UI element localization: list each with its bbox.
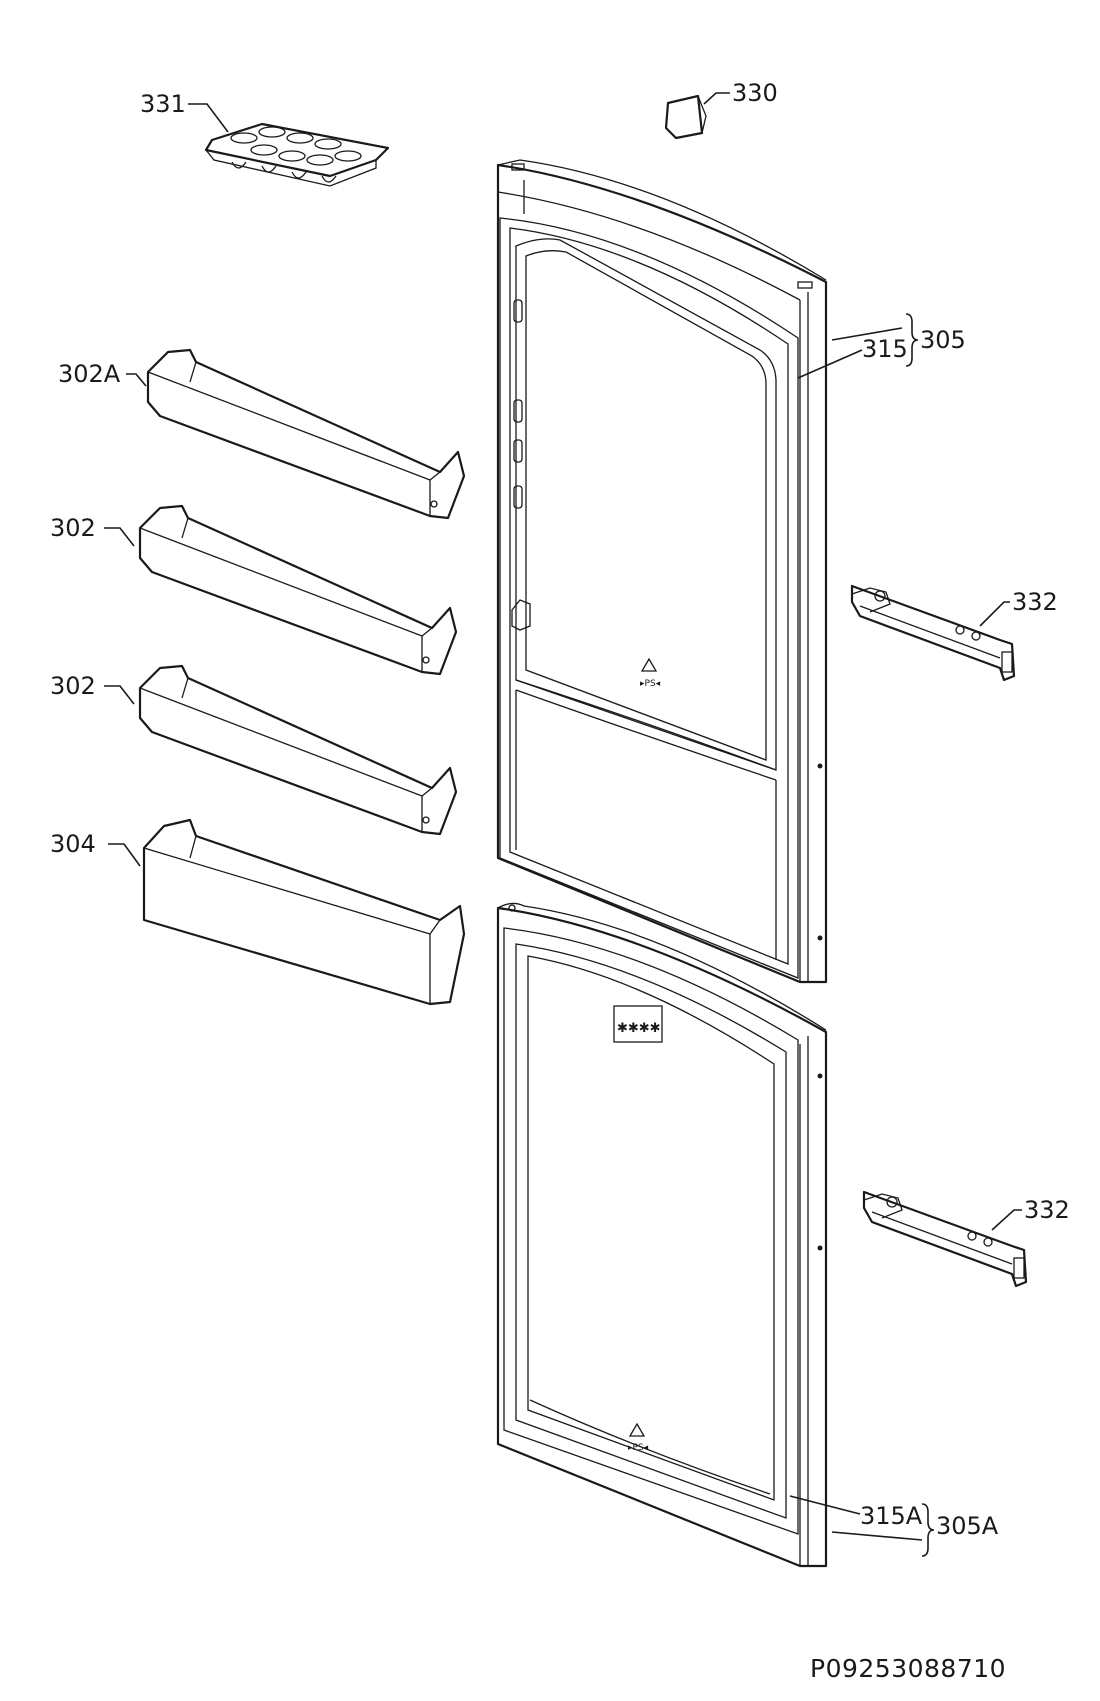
part-label-305: 305 (920, 326, 966, 354)
door-shelf-302-upper (138, 504, 458, 676)
hinge-bracket-332-lower (862, 1190, 1028, 1288)
part-label-304: 304 (50, 830, 96, 858)
door-shelf-304 (142, 818, 466, 1006)
part-label-305A: 305A (936, 1512, 999, 1540)
svg-text:▸PS◂: ▸PS◂ (628, 1443, 649, 1453)
upper-door-305: ▸PS◂ (496, 159, 828, 984)
hinge-bracket-332-upper (850, 584, 1016, 682)
part-label-315A: 315A (860, 1502, 923, 1530)
leader-line-305 (831, 327, 903, 341)
leader-line-305A (831, 1531, 923, 1541)
flap-330 (664, 94, 707, 140)
leader-line-315A (789, 1495, 861, 1515)
brace-305 (905, 313, 919, 367)
leader-line-304 (108, 843, 141, 867)
leader-line-315 (797, 349, 863, 379)
svg-text:▸PS◂: ▸PS◂ (640, 679, 661, 689)
part-label-330: 330 (732, 79, 778, 107)
door-shelf-302A (146, 348, 466, 520)
leader-line-302-upper (104, 527, 135, 547)
svg-text:✱✱✱✱: ✱✱✱✱ (617, 1021, 661, 1036)
door-shelf-302-lower (138, 664, 458, 836)
leader-line-302-lower (104, 685, 135, 705)
part-label-302A: 302A (58, 360, 121, 388)
egg-tray-331 (204, 122, 390, 187)
part-label-331: 331 (140, 90, 186, 118)
leader-line-330 (703, 92, 730, 105)
drawing-code: P09253088710 (810, 1654, 1006, 1683)
lower-door-305A: ✱✱✱✱ ▸PS◂ (496, 902, 828, 1568)
part-label-332-lower: 332 (1024, 1196, 1070, 1224)
leader-line-332-lower (991, 1209, 1022, 1231)
part-label-302-upper: 302 (50, 514, 96, 542)
part-label-302-lower: 302 (50, 672, 96, 700)
part-label-332-upper: 332 (1012, 588, 1058, 616)
leader-line-331 (188, 103, 229, 133)
leader-line-332-upper (979, 601, 1010, 627)
part-label-315: 315 (862, 335, 908, 363)
brace-305A (921, 1503, 935, 1557)
leader-line-302A (126, 373, 147, 387)
